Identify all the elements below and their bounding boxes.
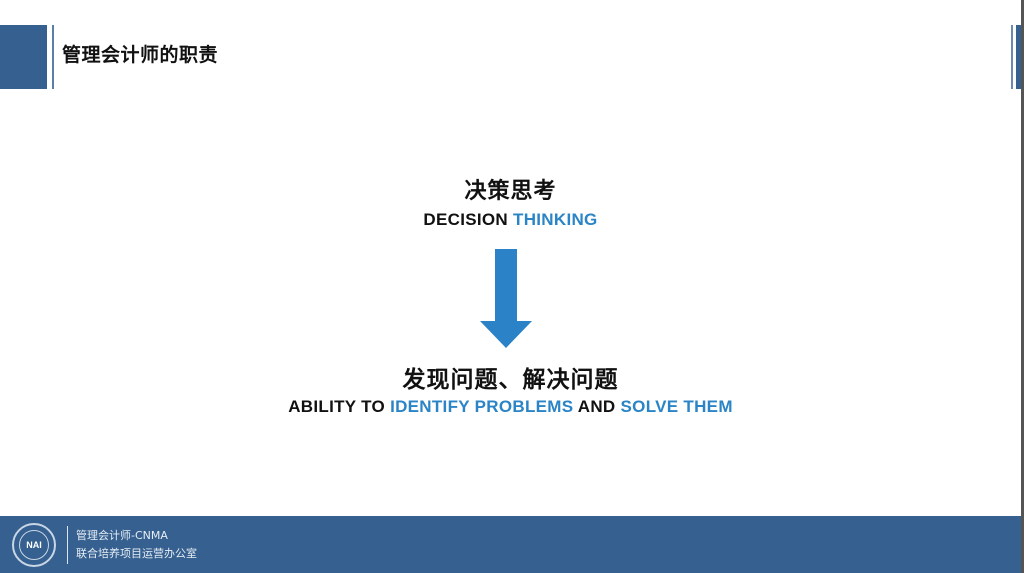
footer-line-1: 管理会计师-CNMA [76,529,168,542]
organization-logo-icon: NAI [12,523,56,567]
problem-solving-en: ABILITY TO IDENTIFY PROBLEMS AND SOLVE T… [0,396,1021,418]
header-accent-block-left [0,25,47,89]
header-divider-left [52,25,54,89]
en-text-and: AND [573,397,621,416]
decision-thinking-zh: 决策思考 [464,179,557,204]
en-text-ability-to: ABILITY TO [288,397,391,416]
en-text-thinking: THINKING [513,210,598,229]
problem-solving-block: 发现问题、解决问题 ABILITY TO IDENTIFY PROBLEMS A… [0,364,1021,418]
en-text-decision: DECISION [423,210,514,229]
down-arrow-icon [495,249,517,322]
en-text-identify-problems: IDENTIFY PROBLEMS [390,397,574,416]
problem-solving-zh: 发现问题、解决问题 [402,367,619,393]
footer-bar: NAI 管理会计师-CNMA 联合培养项目运营办公室 [0,516,1021,573]
window-edge-bar [1021,0,1024,573]
footer-line-2: 联合培养项目运营办公室 [76,547,197,560]
decision-thinking-en: DECISION THINKING [0,209,1021,231]
footer-divider [67,526,68,564]
decision-thinking-block: 决策思考 DECISION THINKING [0,175,1021,231]
en-text-solve-them: SOLVE THEM [620,397,733,416]
logo-emblem: NAI [19,530,49,560]
header-divider-right [1011,25,1013,89]
down-arrow-head-icon [480,321,532,348]
footer-text: 管理会计师-CNMA 联合培养项目运营办公室 [76,527,197,563]
page-title: 管理会计师的职责 [62,44,219,66]
header-accent-block-right [1016,25,1021,89]
